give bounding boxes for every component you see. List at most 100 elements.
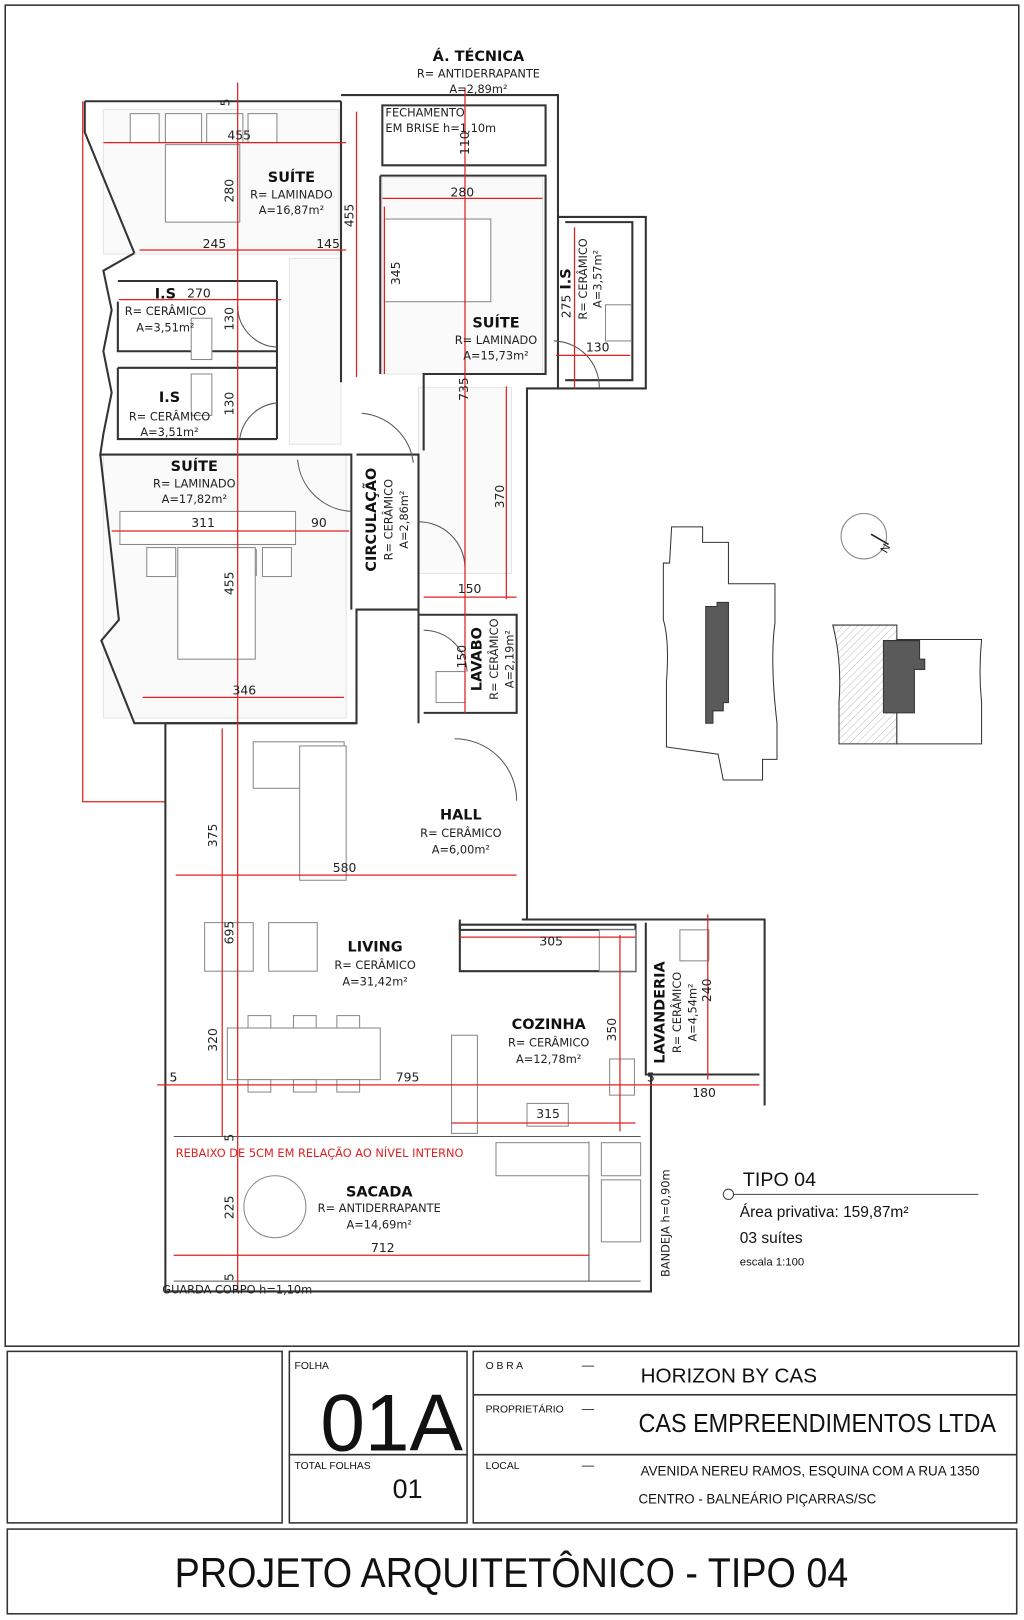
room-area: A=12,78m² [516, 1052, 581, 1066]
dimension-label: 5 [217, 99, 232, 107]
room-suite-3: SUÍTE R= LAMINADO A=17,82m² [153, 457, 236, 506]
dimension-label: 280 [451, 184, 475, 199]
dimension-label: 370 [492, 485, 507, 509]
logo-cell [6, 1350, 283, 1524]
dimension-label: 345 [388, 262, 403, 286]
proprietario-value: CAS EMPREENDIMENTOS LTDA [639, 1410, 997, 1438]
room-name: CIRCULAÇÃO [363, 468, 380, 572]
room-floor: R= LAMINADO [250, 187, 333, 201]
local-label: LOCAL [486, 1461, 520, 1472]
dimension-label: 795 [396, 1070, 420, 1085]
room-name: COZINHA [512, 1017, 587, 1033]
north-label: N [879, 542, 894, 555]
marker-icon [722, 1188, 735, 1201]
local-line-2: CENTRO - BALNEÁRIO PIÇARRAS/SC [639, 1491, 877, 1506]
room-name: HALL [440, 807, 482, 823]
room-floor: R= LAMINADO [153, 477, 236, 491]
door-swing [237, 305, 277, 348]
legend-area: Área privativa: 159,87m² [740, 1204, 909, 1221]
separator: — [582, 1401, 595, 1415]
room-name: LIVING [348, 940, 403, 956]
dimension-label: 695 [222, 921, 237, 945]
separator: — [582, 1358, 595, 1372]
dimension-label: 225 [222, 1196, 237, 1220]
room-floor: R= CERÂMICO [508, 1036, 589, 1050]
room-area: A=3,51m² [136, 321, 194, 335]
compass-circle-icon [840, 512, 888, 560]
door-swing [454, 738, 518, 801]
room-area: A=2,86m² [397, 491, 411, 549]
dimension-label: 150 [454, 645, 469, 669]
plan-legend: TIPO 04 Área privativa: 159,87m² 03 suít… [722, 1169, 979, 1269]
dimension-label: 130 [586, 339, 610, 354]
boundary-line [82, 101, 166, 803]
walls [83, 94, 766, 1293]
note-fechamento: FECHAMENTO [385, 106, 464, 120]
note-bandeja: BANDEJA h=0,90m [659, 1169, 673, 1277]
room-area: A=14,69m² [347, 1217, 412, 1231]
sink [526, 1102, 569, 1127]
folha-number: 01A [320, 1379, 463, 1469]
room-area: A=3,51m² [140, 425, 198, 439]
dimension-label: 280 [222, 179, 237, 203]
room-lavabo: LAVABO R= CERÂMICO A=2,19m² [470, 618, 517, 699]
room-hall: HALL R= CERÂMICO A=6,00m² [420, 807, 501, 856]
dimension-label: 110 [457, 131, 472, 155]
room-suite-2: SUÍTE R= LAMINADO A=15,73m² [455, 314, 538, 363]
dimension-label: 350 [604, 1018, 619, 1042]
obra-label: O B R A [486, 1361, 523, 1372]
site-key-plan-left [662, 526, 778, 781]
dimension-label: 145 [316, 236, 340, 251]
note-guarda-corpo: GUARDA CORPO h=1,10m [162, 1283, 312, 1297]
armchair [268, 922, 318, 972]
sofa [299, 745, 347, 881]
dimension-label: 245 [203, 236, 227, 251]
room-name: I.S [155, 287, 176, 303]
room-area: A=17,82m² [162, 492, 227, 506]
room-name: SACADA [346, 1184, 413, 1200]
room-name: I.S [159, 390, 180, 406]
bed [383, 218, 492, 303]
room-floor: R= CERÂMICO [382, 479, 396, 560]
dimension-label: 712 [371, 1240, 395, 1255]
dimension-label: 275 [558, 295, 573, 319]
room-area: A=2,89m² [449, 82, 507, 96]
armchair [204, 922, 254, 972]
door-swing [418, 521, 466, 569]
doors [237, 305, 600, 801]
dimension-label: 735 [456, 377, 471, 401]
dimension-label: 311 [191, 515, 215, 530]
bed [164, 144, 241, 223]
total-folhas-label: TOTAL FOLHAS [295, 1461, 371, 1472]
room-name: SUÍTE [268, 168, 315, 186]
room-floor: R= CERÂMICO [487, 618, 501, 699]
door-swing [239, 402, 278, 440]
dimension-label: 315 [536, 1106, 560, 1121]
room-is-2: I.S R= CERÂMICO A=3,51m² [129, 390, 210, 439]
dimension-label: 240 [699, 978, 714, 1002]
separator: — [582, 1458, 595, 1472]
dimension-label: 305 [539, 933, 563, 948]
dimension-label: 375 [205, 824, 220, 848]
dimension-label: 455 [222, 571, 237, 595]
room-name: I.S [558, 268, 574, 289]
room-is-3: I.S R= CERÂMICO A=3,57m² [558, 238, 604, 319]
folha-label: FOLHA [295, 1361, 330, 1372]
room-floor: R= ANTIDERRAPANTE [318, 1201, 441, 1215]
room-circulacao: CIRCULAÇÃO R= CERÂMICO A=2,86m² [363, 468, 411, 572]
room-floor: R= CERÂMICO [334, 958, 415, 972]
room-area: A=4,54m² [685, 983, 699, 1041]
legend-title: TIPO 04 [743, 1169, 816, 1191]
room-living: LIVING R= CERÂMICO A=31,42m² [334, 940, 415, 989]
dimension-label: 346 [233, 682, 257, 697]
dimension-label: 150 [458, 581, 482, 596]
site-key-plan-right [832, 624, 983, 745]
room-name: LAVANDERIA [652, 960, 668, 1063]
drawing-frame [4, 4, 1020, 1347]
dimension-labels: 5 455 280 455 245 145 110 280 345 270 13… [170, 99, 717, 1282]
dimension-label: 455 [227, 127, 251, 142]
room-name: LAVABO [470, 627, 486, 691]
room-area: A=31,42m² [342, 975, 407, 989]
room-floor: R= CERÂMICO [129, 409, 210, 423]
